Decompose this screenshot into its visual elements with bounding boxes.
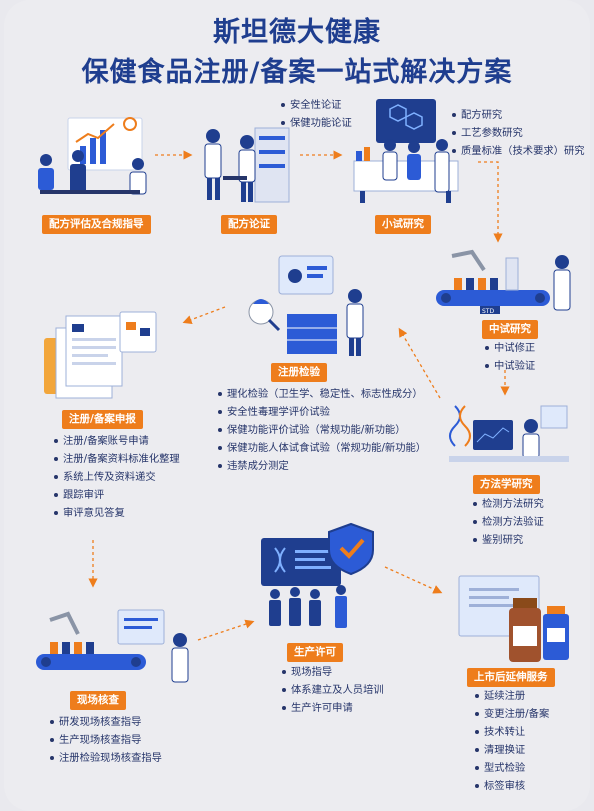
list-item: 现场指导: [282, 663, 384, 681]
list-item: 生产现场核查指导: [50, 731, 162, 749]
filing-list: 注册/备案账号申请 注册/备案资料标准化整理 系统上传及资料递交 跟踪审评 审评…: [54, 432, 180, 522]
postmarket-list: 延续注册 变更注册/备案 技术转让 清理换证 型式检验 标签审核: [475, 687, 549, 795]
title-line1: 斯坦德大健康: [213, 17, 381, 48]
list-item: 检测方法验证: [473, 513, 544, 531]
list-item: 违禁成分测定: [218, 457, 426, 475]
list-item: 质量标准（技术要求）研究: [452, 142, 585, 160]
stage-onsite: 现场核查: [70, 691, 126, 710]
arrow-production-to-postmarket: [384, 566, 443, 594]
list-item: 保健功能论证: [281, 114, 352, 132]
list-item: 理化检验（卫生学、稳定性、标志性成分）: [218, 385, 426, 403]
arrow-method-to-test: [398, 327, 441, 399]
list-item: 审评意见答复: [54, 504, 180, 522]
robot-arm-line-icon: STD: [436, 249, 571, 315]
list-item: 系统上传及资料递交: [54, 468, 180, 486]
document-stack-icon: [44, 311, 157, 399]
list-item: 安全性毒理学评价试验: [218, 403, 426, 421]
formula-demo-list: 安全性论证 保健功能论证: [281, 96, 352, 132]
list-item: 技术转让: [475, 723, 549, 741]
arrow-pilot-to-mid: [478, 161, 503, 243]
stage-formula-eval: 配方评估及合规指导: [42, 215, 151, 234]
list-item: 中试修正: [485, 339, 535, 357]
list-item: 注册/备案资料标准化整理: [54, 450, 180, 468]
stage-reg-test: 注册检验: [271, 363, 327, 382]
list-item: 跟踪审评: [54, 486, 180, 504]
medicine-bottle-icon: [458, 575, 569, 662]
list-item: 保健功能人体试食试验（常规功能/新功能）: [218, 439, 426, 457]
onsite-line-icon: [36, 609, 189, 683]
molecule-screen-icon: [353, 99, 459, 203]
list-item: 注册/备案账号申请: [54, 432, 180, 450]
stage-formula-demo: 配方论证: [221, 215, 277, 234]
stage-production: 生产许可: [287, 643, 343, 662]
list-item: 检测方法研究: [473, 495, 544, 513]
shield-check-icon: [261, 522, 374, 628]
pilot-list: 配方研究 工艺参数研究 质量标准（技术要求）研究: [452, 106, 585, 160]
list-item: 配方研究: [452, 106, 585, 124]
list-item: 鉴别研究: [473, 531, 544, 549]
logo-text: STD: [482, 308, 494, 315]
stage-pilot: 小试研究: [375, 215, 431, 234]
list-item: 型式检验: [475, 759, 549, 777]
list-item: 清理换证: [475, 741, 549, 759]
stage-method: 方法学研究: [473, 475, 540, 494]
presentation-board-icon: [38, 117, 147, 195]
stage-midscale: 中试研究: [482, 320, 538, 339]
title-line2: 保健食品注册/备案一站式解决方案: [81, 57, 513, 88]
list-item: 工艺参数研究: [452, 124, 585, 142]
reg-test-list: 理化检验（卫生学、稳定性、标志性成分） 安全性毒理学评价试验 保健功能评价试验（…: [218, 385, 426, 475]
arrow-onsite-to-production: [197, 619, 255, 641]
list-item: 标签审核: [475, 777, 549, 795]
list-item: 中试验证: [485, 357, 535, 375]
onsite-list: 研发现场核查指导 生产现场核查指导 注册检验现场核查指导: [50, 713, 162, 767]
registration-lab-icon: [248, 255, 364, 356]
method-list: 检测方法研究 检测方法验证 鉴别研究: [473, 495, 544, 549]
stage-filing: 注册/备案申报: [62, 410, 143, 429]
production-list: 现场指导 体系建立及人员培训 生产许可申请: [282, 663, 384, 717]
list-item: 研发现场核查指导: [50, 713, 162, 731]
list-item: 生产许可申请: [282, 699, 384, 717]
arrow-test-to-filing: [182, 306, 226, 324]
lab-scientists-icon: [204, 127, 290, 203]
midscale-list: 中试修正 中试验证: [485, 339, 535, 375]
dna-screen-icon: [449, 405, 569, 462]
list-item: 注册检验现场核查指导: [50, 749, 162, 767]
list-item: 变更注册/备案: [475, 705, 549, 723]
list-item: 安全性论证: [281, 96, 352, 114]
stage-postmarket: 上市后延伸服务: [467, 668, 555, 687]
list-item: 保健功能评价试验（常规功能/新功能）: [218, 421, 426, 439]
list-item: 延续注册: [475, 687, 549, 705]
list-item: 体系建立及人员培训: [282, 681, 384, 699]
